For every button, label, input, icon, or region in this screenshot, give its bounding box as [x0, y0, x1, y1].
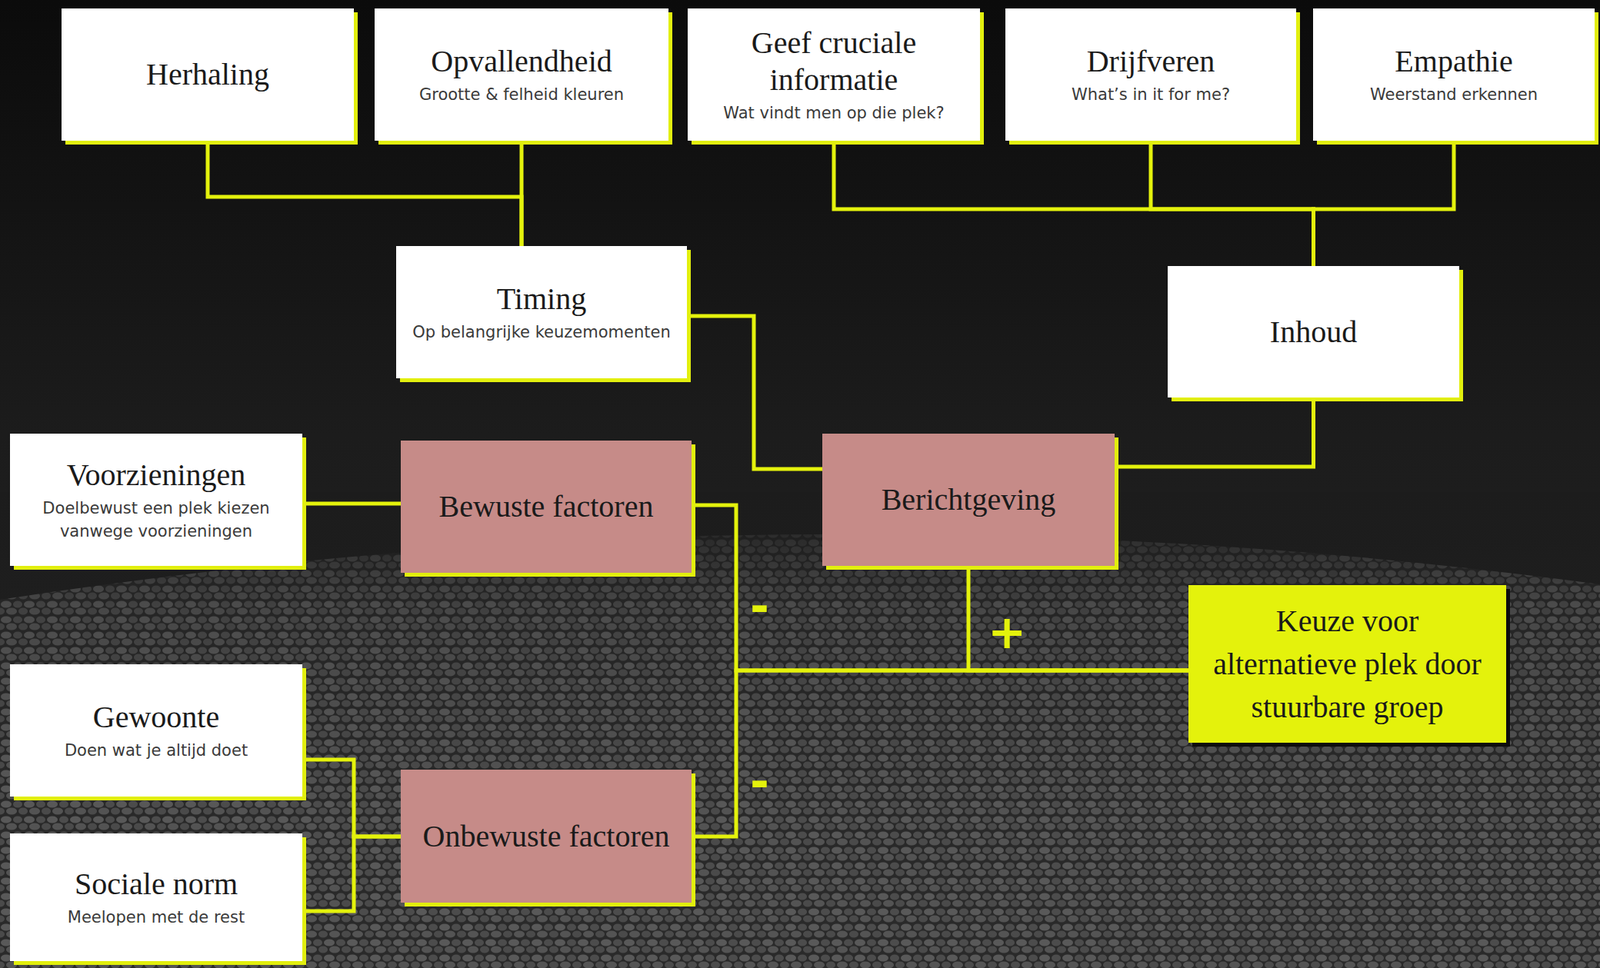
factor-box: Onbewuste factoren	[400, 770, 692, 904]
box-heading: Sociale norm	[74, 866, 238, 904]
edge-sign: -	[750, 758, 770, 805]
box-subtitle: Doen wat je altijd doet	[64, 739, 248, 763]
topic-box: VoorzieningenDoelbewust een plek kiezen …	[10, 433, 303, 567]
connector-line	[302, 836, 401, 912]
connector-line	[833, 140, 1314, 267]
topic-box: DrijfverenWhat’s in it for me?	[1005, 8, 1297, 141]
box-subtitle: What’s in it for me?	[1071, 83, 1230, 107]
box-subtitle: Doelbewust een plek kiezen vanwege voorz…	[20, 496, 292, 544]
box-heading: Keuze voor alternatieve plek door stuurb…	[1206, 600, 1488, 730]
topic-box: Inhoud	[1167, 266, 1460, 398]
box-heading: Timing	[496, 280, 587, 318]
topic-box: Sociale normMeelopen met de rest	[10, 833, 303, 962]
box-heading: Inhoud	[1270, 313, 1357, 351]
box-subtitle: Grootte & felheid kleuren	[419, 83, 624, 107]
topic-box: GewoonteDoen wat je altijd doet	[10, 664, 303, 797]
box-heading: Gewoonte	[93, 699, 220, 737]
connector-line	[207, 140, 522, 247]
connector-line	[686, 316, 823, 470]
connector-line	[520, 140, 524, 247]
topic-box: EmpathieWeerstand erkennen	[1313, 8, 1595, 141]
outcome-box: Keuze voor alternatieve plek door stuurb…	[1188, 585, 1507, 744]
connector-line	[1313, 140, 1455, 267]
box-heading: Onbewuste factoren	[423, 818, 670, 856]
connector-line	[302, 502, 401, 507]
connector-line	[302, 760, 401, 837]
box-heading: Drijfveren	[1086, 43, 1216, 80]
box-subtitle: Wat vindt men op die plek?	[723, 101, 944, 125]
box-heading: Herhaling	[146, 56, 270, 94]
box-subtitle: Meelopen met de rest	[67, 906, 245, 930]
box-heading: Bewuste factoren	[439, 488, 654, 526]
connector-line	[968, 566, 1189, 671]
connector-line	[1150, 140, 1314, 267]
box-heading: Opvallendheid	[430, 43, 613, 80]
edge-sign: -	[750, 583, 770, 630]
box-heading: Empathie	[1394, 43, 1513, 80]
box-heading: Berichtgeving	[881, 481, 1057, 519]
factor-box: Berichtgeving	[822, 433, 1115, 567]
topic-box: Geef cruciale informatieWat vindt men op…	[687, 8, 980, 141]
connector-line	[1114, 397, 1314, 467]
factor-box: Bewuste factoren	[400, 440, 692, 574]
topic-box: Herhaling	[61, 8, 354, 141]
cobble-fade	[0, 492, 1600, 816]
topic-box: OpvallendheidGrootte & felheid kleuren	[374, 8, 669, 141]
connector-line	[691, 670, 1189, 837]
box-heading: Voorzieningen	[66, 456, 247, 494]
edge-sign: +	[987, 609, 1027, 656]
box-subtitle: Weerstand erkennen	[1370, 83, 1538, 107]
topic-box: TimingOp belangrijke keuzemomenten	[396, 246, 687, 379]
box-subtitle: Op belangrijke keuzemomenten	[412, 320, 670, 344]
box-heading: Geef cruciale informatie	[698, 24, 970, 99]
